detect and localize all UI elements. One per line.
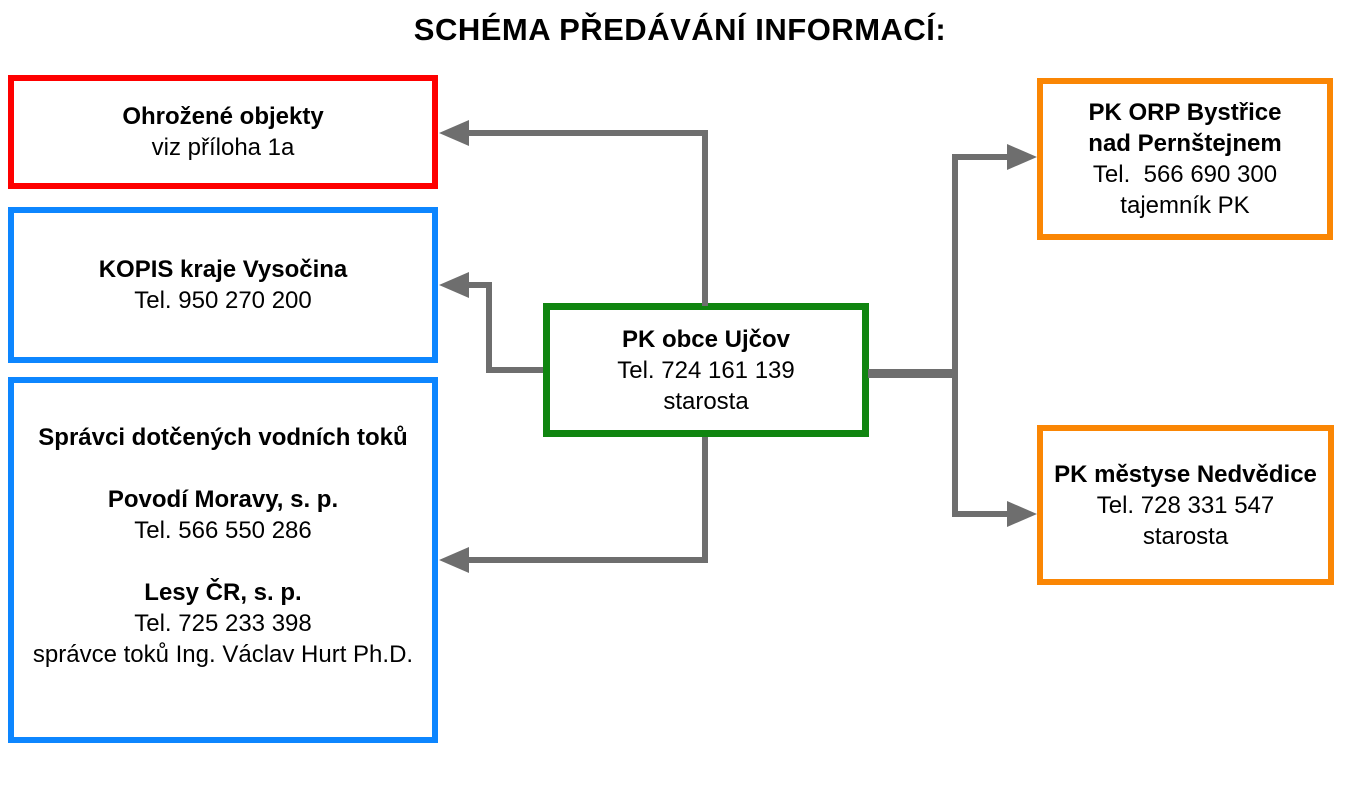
node-line: starosta bbox=[663, 387, 749, 415]
node-line: PK městyse Nedvědice bbox=[1054, 460, 1317, 488]
node-line: Ohrožené objekty bbox=[122, 103, 324, 130]
connector-center-to-ohrozene-vertical bbox=[702, 130, 708, 306]
connector-center-to-kopis-vertical bbox=[486, 282, 492, 373]
node-line: tajemník PK bbox=[1120, 192, 1250, 219]
node-line: starosta bbox=[1142, 522, 1229, 550]
arrowhead-right-icon bbox=[1007, 144, 1037, 170]
node-line: správce toků Ing. Václav Hurt Ph.D. bbox=[32, 641, 414, 668]
node-ohrozene-objekty: Ohrožené objekty viz příloha 1a bbox=[8, 75, 438, 189]
node-line: Lesy ČR, s. p. bbox=[144, 579, 302, 606]
node-line: KOPIS kraje Vysočina bbox=[98, 256, 348, 283]
connector-center-to-ohrozene-horizontal bbox=[465, 130, 708, 136]
connector-center-right-stub bbox=[868, 369, 956, 378]
arrowhead-left-icon bbox=[439, 547, 469, 573]
node-pk-mestyse-nedvedice: PK městyse Nedvědice Tel. 728 331 547 st… bbox=[1037, 425, 1334, 585]
arrowhead-left-icon bbox=[439, 272, 469, 298]
node-line: Správci dotčených vodních toků bbox=[38, 424, 408, 451]
node-kopis-kraje-vysocina: KOPIS kraje Vysočina Tel. 950 270 200 bbox=[8, 207, 438, 363]
node-line: Tel. 566 690 300 bbox=[1092, 161, 1278, 188]
node-line: viz příloha 1a bbox=[151, 134, 295, 161]
node-pk-obce-ujcov: PK obce Ujčov Tel. 724 161 139 starosta bbox=[543, 303, 869, 437]
connector-center-to-kopis-horizontal bbox=[465, 282, 492, 288]
connector-center-to-kopis-stub bbox=[486, 367, 543, 373]
node-line: Tel. 950 270 200 bbox=[134, 287, 312, 314]
connector-to-orp-horizontal bbox=[955, 154, 1010, 160]
node-line: PK ORP Bystřice bbox=[1088, 99, 1282, 126]
page-title: SCHÉMA PŘEDÁVÁNÍ INFORMACÍ: bbox=[413, 12, 947, 47]
connector-center-to-spravci-horizontal bbox=[465, 557, 708, 563]
node-line: Tel. 725 233 398 bbox=[134, 610, 312, 637]
arrowhead-right-icon bbox=[1007, 501, 1037, 527]
connector-to-nedvedice-horizontal bbox=[955, 511, 1010, 517]
node-line: Tel. 724 161 139 bbox=[617, 356, 795, 384]
node-spravci-vodnich-toku: Správci dotčených vodních toků Povodí Mo… bbox=[8, 377, 438, 743]
node-line: nad Pernštejnem bbox=[1088, 130, 1282, 157]
node-line: Tel. 728 331 547 bbox=[1096, 491, 1275, 519]
node-line: Povodí Moravy, s. p. bbox=[107, 486, 339, 513]
node-line: Tel. 566 550 286 bbox=[134, 517, 312, 544]
connector-right-branch-vertical bbox=[952, 154, 958, 517]
node-line: PK obce Ujčov bbox=[621, 325, 791, 353]
arrowhead-left-icon bbox=[439, 120, 469, 146]
node-pk-orp-bystrice: PK ORP Bystřice nad Pernštejnem Tel. 566… bbox=[1037, 78, 1333, 240]
connector-center-to-spravci-vertical bbox=[702, 437, 708, 563]
